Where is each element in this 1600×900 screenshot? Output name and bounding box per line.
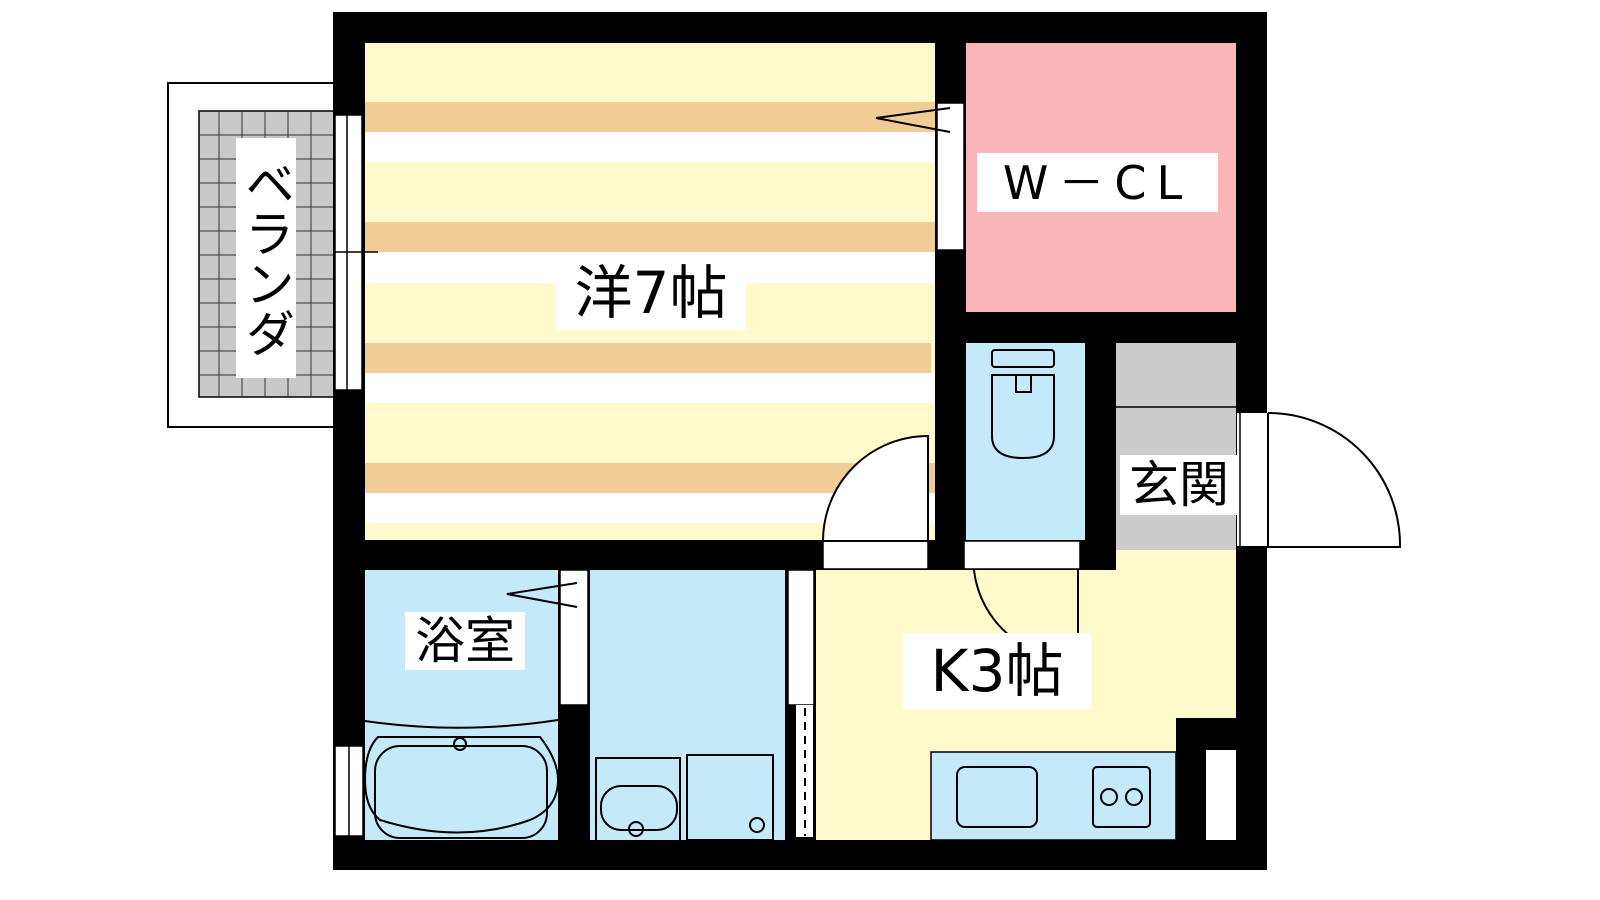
closet-door-swing bbox=[875, 107, 951, 133]
room-door-swing[interactable] bbox=[821, 434, 929, 542]
sink-icon bbox=[956, 766, 1038, 828]
toilet-door-frame bbox=[963, 540, 1081, 570]
entrance-label: 玄関 bbox=[1120, 455, 1238, 515]
western-room-label: 洋7帖 bbox=[556, 255, 746, 330]
bathtub-icon bbox=[363, 719, 560, 839]
washing-machine-icon bbox=[686, 754, 774, 841]
washbasin-icon bbox=[595, 757, 681, 843]
toilet-icon bbox=[991, 349, 1055, 460]
closet-door[interactable] bbox=[936, 102, 965, 251]
bathroom-label: 浴室 bbox=[405, 612, 525, 670]
kitchen-label: K3帖 bbox=[903, 633, 1091, 709]
washroom-door[interactable] bbox=[787, 569, 815, 706]
veranda-label: ベランダ bbox=[236, 138, 296, 378]
front-door-swing bbox=[1267, 412, 1402, 548]
toilet-floor bbox=[966, 343, 1085, 540]
entrance-floor bbox=[1116, 343, 1236, 550]
room-door-frame bbox=[822, 540, 929, 570]
kitchen-window bbox=[1206, 750, 1236, 840]
bathroom-floor bbox=[365, 570, 558, 840]
stove-icon bbox=[1092, 766, 1151, 828]
bath-door[interactable] bbox=[559, 569, 589, 706]
toilet-door-swing[interactable] bbox=[973, 569, 1079, 637]
front-door-opening[interactable] bbox=[1237, 413, 1267, 546]
closet-label: W－CL bbox=[977, 153, 1218, 212]
